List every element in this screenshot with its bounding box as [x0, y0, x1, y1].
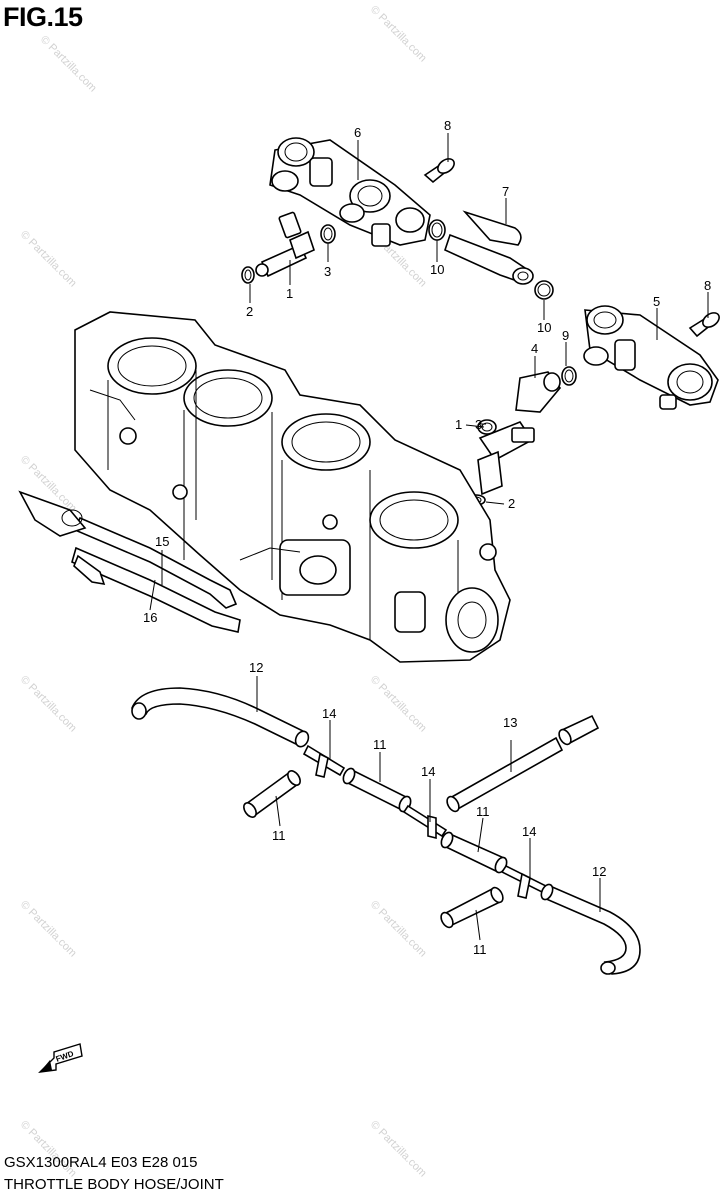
callout-3: 3 [324, 264, 331, 279]
callout-11: 11 [473, 942, 487, 957]
callout-9: 9 [562, 328, 569, 343]
watermark: © Partzilla.com [368, 674, 429, 735]
hose-joint-14-a [302, 744, 346, 778]
fuel-rail-lower [583, 305, 719, 410]
o-ring-10-upper [428, 219, 446, 241]
hose-11-c [440, 831, 508, 874]
watermark: © Partzilla.com [18, 899, 79, 960]
watermark: © Partzilla.com [368, 4, 429, 65]
callout-10: 10 [537, 320, 551, 335]
callout-3: 3 [475, 417, 482, 432]
callout-14: 14 [322, 706, 336, 721]
hose-12-left [130, 687, 310, 748]
callout-12: 12 [249, 660, 263, 675]
callout-12: 12 [592, 864, 606, 879]
hose-11-a [243, 770, 301, 818]
watermark: © Partzilla.com [368, 899, 429, 960]
callout-6: 6 [354, 125, 361, 140]
hose-12-right [540, 883, 641, 975]
model-code: GSX1300RAL4 E03 E28 015 [4, 1154, 198, 1171]
callout-14: 14 [421, 764, 435, 779]
callout-8: 8 [444, 118, 451, 133]
callout-2: 2 [508, 496, 515, 511]
callout-2: 2 [246, 304, 253, 319]
hose-joint-7 [444, 210, 534, 285]
hose-joint-14-c [500, 864, 548, 899]
callout-11: 11 [373, 737, 387, 752]
callout-11: 11 [272, 828, 286, 843]
callout-11: 11 [476, 804, 490, 819]
callout-1: 1 [455, 417, 462, 432]
hose-11-b [342, 767, 412, 813]
figure-title: FIG.15 [3, 2, 83, 32]
callout-7: 7 [502, 184, 509, 199]
hose-11-d [440, 886, 504, 929]
hose-13 [446, 714, 600, 813]
diagram-caption: THROTTLE BODY HOSE/JOINT [4, 1176, 224, 1193]
callout-5: 5 [653, 294, 660, 309]
callout-13: 13 [503, 715, 517, 730]
o-ring-10-lower [534, 280, 554, 300]
watermark: © Partzilla.com [18, 229, 79, 290]
throttle-body-assembly [74, 311, 511, 663]
fuel-rail-upper [269, 137, 431, 247]
callout-16: 16 [143, 610, 157, 625]
o-ring-9 [561, 366, 577, 386]
fuel-injector-lower [477, 421, 535, 496]
fwd-arrow-icon: FWD [38, 1043, 83, 1073]
callout-10: 10 [430, 262, 444, 277]
bolt-8-upper [423, 158, 455, 184]
hose-joint-14-b [402, 804, 448, 840]
callout-14: 14 [522, 824, 536, 839]
bolt-8-lower [688, 312, 720, 338]
o-ring-3-upper [320, 224, 336, 244]
watermark: © Partzilla.com [18, 674, 79, 735]
fuel-injector-upper [255, 211, 315, 278]
callout-8: 8 [704, 278, 711, 293]
joint-4 [515, 371, 562, 413]
watermark: © Partzilla.com [368, 1119, 429, 1180]
seal-ring-2-upper [241, 266, 255, 284]
callout-1: 1 [286, 286, 293, 301]
leader-lines [149, 133, 709, 941]
watermark: © Partzilla.com [38, 34, 99, 95]
hose-15 [73, 516, 238, 609]
callout-4: 4 [531, 341, 538, 356]
hose-16 [18, 490, 241, 633]
callout-15: 15 [155, 534, 169, 549]
callouts: 1 2 3 6 8 7 10 10 5 8 9 4 3 1 2 15 16 12… [143, 118, 711, 957]
